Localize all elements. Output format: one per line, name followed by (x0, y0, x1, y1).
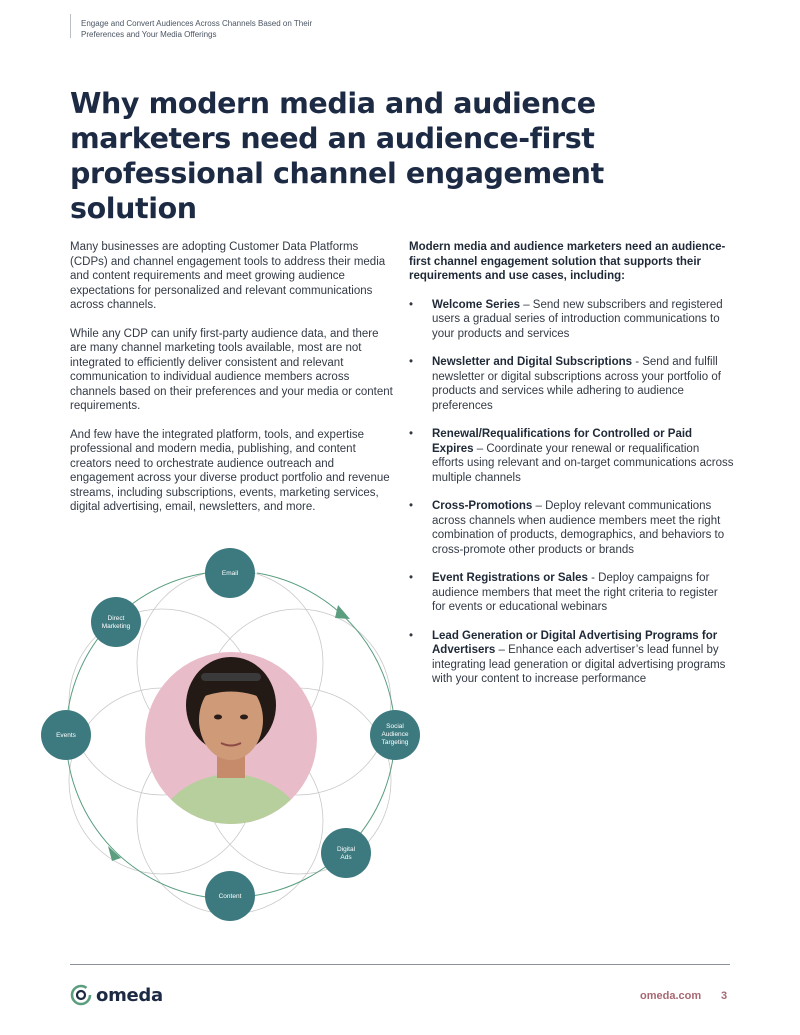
channel-node-content: Content (205, 871, 255, 921)
bullet: • (409, 356, 414, 368)
channel-node-email: Email (205, 548, 255, 598)
running-header: Engage and Convert Audiences Across Chan… (81, 19, 313, 39)
list-item: • Welcome Series – Send new subscribers a… (409, 298, 734, 342)
arrowhead-icon (335, 605, 350, 619)
node-label: Marketing (102, 623, 131, 630)
bullet: • (409, 629, 414, 642)
channel-node-social-audience-targeting: Social Audience Targeting (370, 710, 420, 760)
node-label: Targeting (382, 739, 409, 746)
list-item: • Newsletter and Digital Subscriptions - … (409, 355, 734, 413)
channel-node-digital-ads: Digital Ads (321, 828, 371, 878)
header-rule (70, 14, 71, 38)
list-item: • Event Registrations or Sales - Deploy c… (409, 571, 734, 615)
node-label: Email (222, 570, 239, 577)
cycle-arc-left (65, 734, 207, 898)
logo-text: omeda (96, 984, 163, 1006)
use-case-desc: – Coordinate your renewal or requalifica… (432, 442, 734, 484)
use-case-desc: – Enhance each advertiser’s lead funnel … (432, 644, 726, 685)
right-column: Modern media and audience marketers need… (409, 240, 734, 701)
omeda-logo-icon (70, 984, 92, 1006)
use-case-list: • Welcome Series – Send new subscribers a… (409, 298, 734, 687)
audience-portrait (145, 652, 317, 824)
node-label: Direct (108, 615, 125, 622)
body-paragraph: While any CDP can unify first-party audi… (70, 327, 393, 413)
left-column: Many businesses are adopting Customer Da… (70, 240, 395, 529)
node-label: Audience (381, 731, 408, 738)
page-title: Why modern media and audience marketers … (70, 87, 604, 225)
node-label: Social (386, 723, 404, 730)
footer-url: omeda.com (640, 990, 702, 1002)
node-label: Ads (340, 854, 352, 861)
node-label: Events (56, 732, 77, 739)
use-case-term: Cross-Promotions (432, 500, 533, 512)
use-cases-intro: Modern media and audience marketers need… (409, 241, 726, 282)
bullet: • (409, 572, 414, 584)
bullet: • (409, 500, 414, 512)
list-item: • Lead Generation or Digital Advertising … (409, 629, 734, 687)
use-case-term: Renewal/Requalifications for Controlled … (432, 428, 693, 455)
use-case-term: Newsletter and Digital Subscriptions (432, 356, 633, 368)
bullet: • (409, 298, 414, 311)
arrowhead-icon (108, 846, 121, 861)
omeda-logo: omeda (70, 984, 163, 1006)
footer-rule (70, 964, 730, 965)
use-case-term: Lead Generation or Digital Advertising P… (432, 629, 718, 657)
body-paragraph: And few have the integrated platform, to… (70, 428, 390, 514)
page-number: 3 (721, 990, 728, 1002)
channel-cycle-svg: Email Direct Marketing Events Social Aud… (41, 548, 420, 921)
use-case-term: Welcome Series (432, 298, 521, 311)
use-case-desc: - Deploy campaigns for audience members … (432, 572, 718, 613)
bullet: • (409, 428, 414, 440)
use-case-desc: – Send new subscribers and registered us… (432, 298, 723, 340)
headband-shape (201, 673, 261, 681)
node-label: Content (219, 893, 242, 900)
use-case-term: Event Registrations or Sales (432, 572, 588, 584)
body-paragraph: Many businesses are adopting Customer Da… (70, 241, 386, 311)
node-label: Digital (337, 846, 356, 853)
use-case-desc: - Send and fulfill newsletter or digital… (432, 356, 721, 412)
cycle-arc-right (256, 572, 396, 736)
face-shape (199, 680, 263, 760)
use-case-desc: – Deploy relevant communications across … (432, 500, 725, 556)
list-item: • Cross-Promotions – Deploy relevant comm… (409, 499, 734, 557)
channel-node-direct-marketing: Direct Marketing (91, 597, 141, 647)
list-item: • Renewal/Requalifications for Controlled… (409, 427, 734, 485)
channel-diagram: Email Direct Marketing Events Social Aud… (35, 545, 435, 930)
channel-node-events: Events (41, 710, 91, 760)
